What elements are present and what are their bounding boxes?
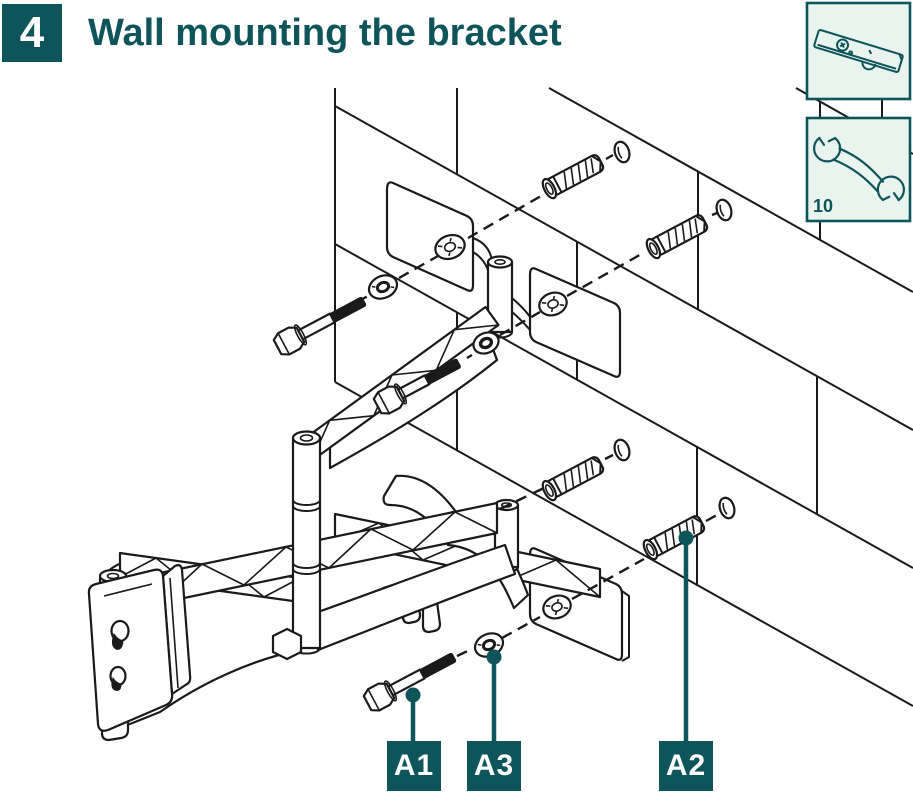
wall-plug-a2-1 [541, 154, 605, 200]
wall-plug-a2-2 [645, 214, 709, 260]
open-end-wrench-icon [813, 136, 905, 202]
upper-bracket [385, 181, 622, 378]
page-title: Wall mounting the bracket [88, 12, 562, 54]
bolt-a1-lower [362, 652, 457, 712]
part-callout-a2-label: A2 [665, 749, 707, 782]
part-callout-a1-label: A1 [393, 749, 435, 782]
tool-box-level [805, 1, 912, 101]
wall-plug-a2-3 [541, 456, 605, 502]
washer-a3-upper-left [367, 274, 399, 300]
step-number-badge: 4 [2, 4, 62, 62]
wrench-size-label: 10 [813, 196, 833, 216]
plate-holes [434, 233, 572, 620]
tool-box-wrench: 10 [805, 116, 912, 223]
callout-leaders [405, 530, 694, 744]
arm-hinge-bolt-head [271, 627, 303, 661]
part-callout-a1: A1 [387, 741, 441, 791]
part-callout-a3: A3 [467, 741, 521, 791]
wall-bracket-assembly [87, 181, 630, 742]
part-callout-a2: A2 [659, 741, 713, 791]
part-callout-a3-label: A3 [473, 749, 515, 782]
step-number: 4 [19, 8, 45, 57]
wall-plug-a2-4 [642, 515, 706, 561]
bolt-a1-upper-left [272, 296, 367, 356]
washer-a3-middle [472, 331, 500, 355]
spirit-level-icon [813, 29, 904, 73]
bolt-a1-on-arm [372, 358, 461, 415]
wall-drill-holes [613, 140, 736, 520]
tv-plate [87, 564, 192, 732]
